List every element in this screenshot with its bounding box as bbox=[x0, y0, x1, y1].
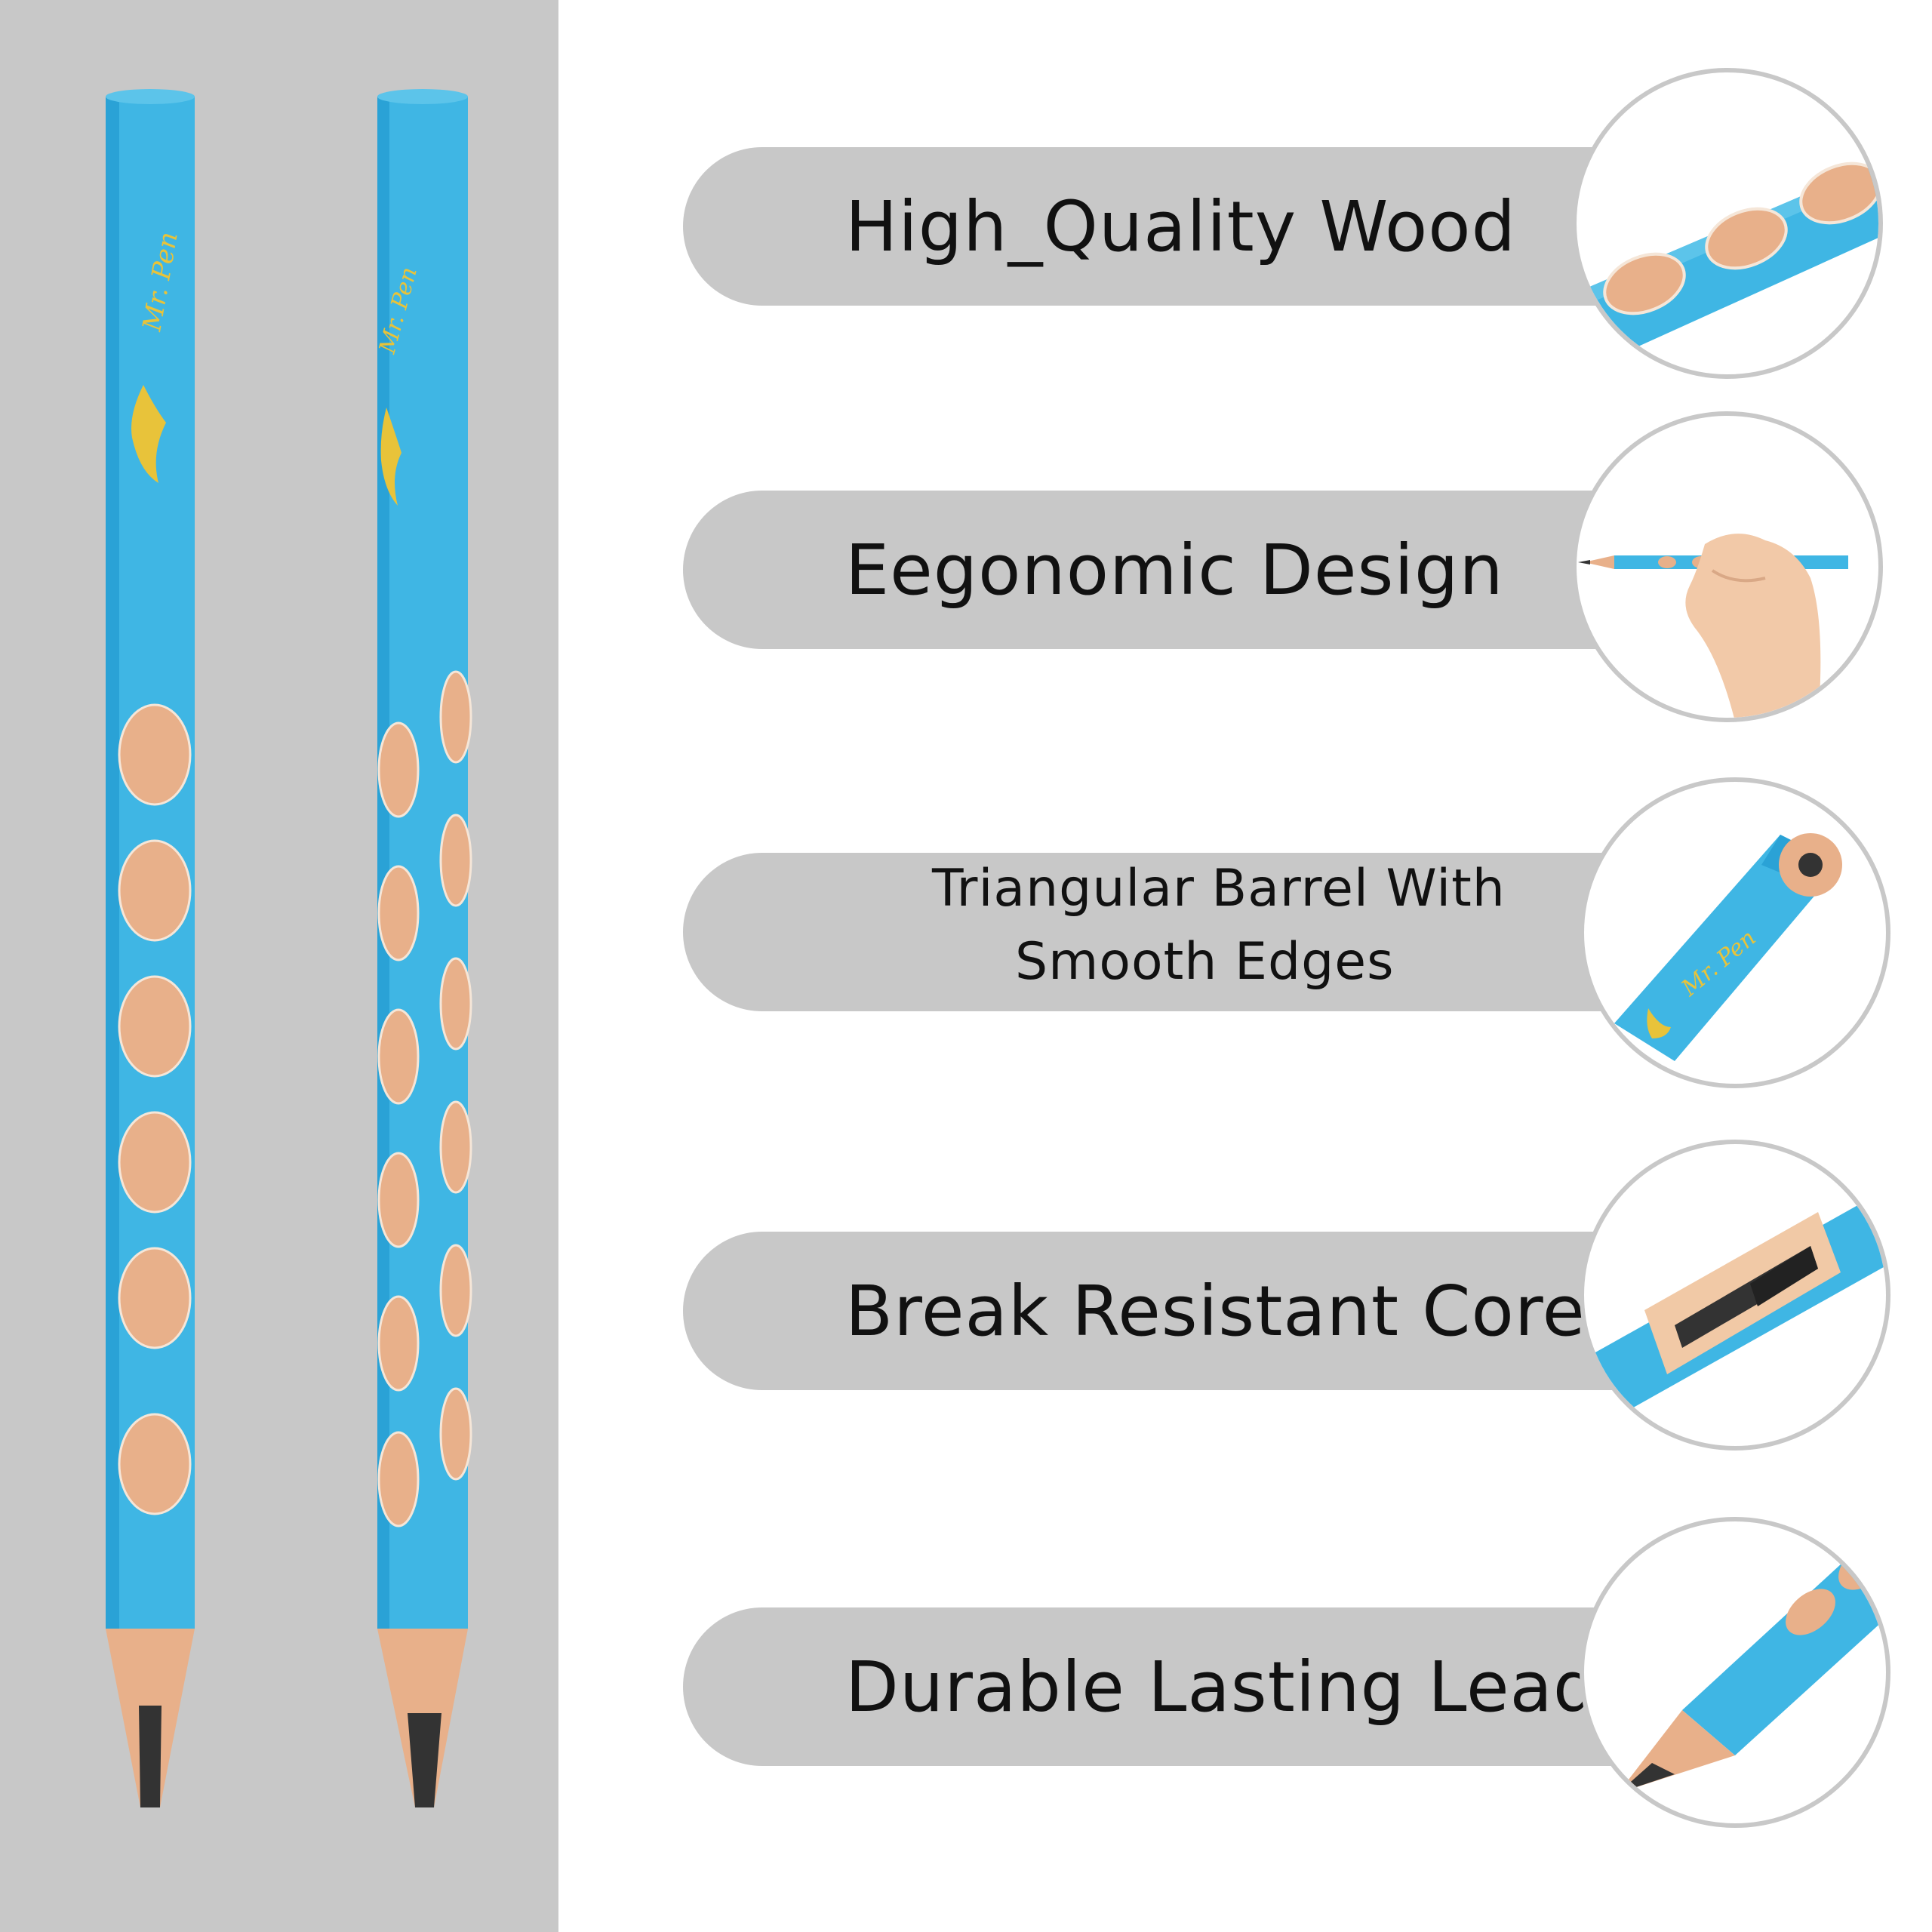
mustache-logo-left bbox=[131, 385, 166, 483]
feature-pill-lead: Durable Lasting Lead bbox=[683, 1607, 1664, 1766]
sharpened-tip-icon bbox=[1580, 1517, 1890, 1828]
feature-label-core: Break Resistant Core bbox=[845, 1270, 1586, 1352]
triangular-end-icon: Mr. Pen bbox=[1580, 777, 1890, 1088]
feature-label-wood: High_Quality Wood bbox=[845, 186, 1516, 267]
feature-label-triangular: Triangular Barrel With Smooth Edges bbox=[683, 853, 1664, 1011]
pencil-left: Mr. Pen bbox=[106, 89, 195, 1807]
core-cutaway-icon bbox=[1580, 1140, 1890, 1451]
feature-pill-triangular: Triangular Barrel With Smooth Edges bbox=[683, 853, 1664, 1011]
feature-pill-wood: High_Quality Wood bbox=[683, 147, 1664, 306]
pencil-right: Mr. Pen bbox=[374, 89, 472, 1807]
feature-pill-core: Break Resistant Core bbox=[683, 1232, 1664, 1390]
pencils-illustration: Mr. Pen Mr. Pen bbox=[106, 89, 472, 1807]
feature-label-lead: Durable Lasting Lead bbox=[845, 1646, 1598, 1727]
wood-grip-closeup-icon bbox=[1572, 68, 1883, 379]
feature-label-ergonomic: Eegonomic Design bbox=[845, 529, 1504, 611]
grip-dots-right bbox=[377, 670, 472, 1527]
hand-holding-pencil-icon bbox=[1572, 411, 1883, 722]
feature-label-triangular-line2: Smooth Edges bbox=[1015, 931, 1395, 992]
feature-label-triangular-line1: Triangular Barrel With bbox=[932, 859, 1506, 918]
feature-pill-ergonomic: Eegonomic Design bbox=[683, 491, 1664, 649]
mustache-logo-right bbox=[380, 408, 401, 506]
grip-dots-left bbox=[118, 703, 192, 1515]
